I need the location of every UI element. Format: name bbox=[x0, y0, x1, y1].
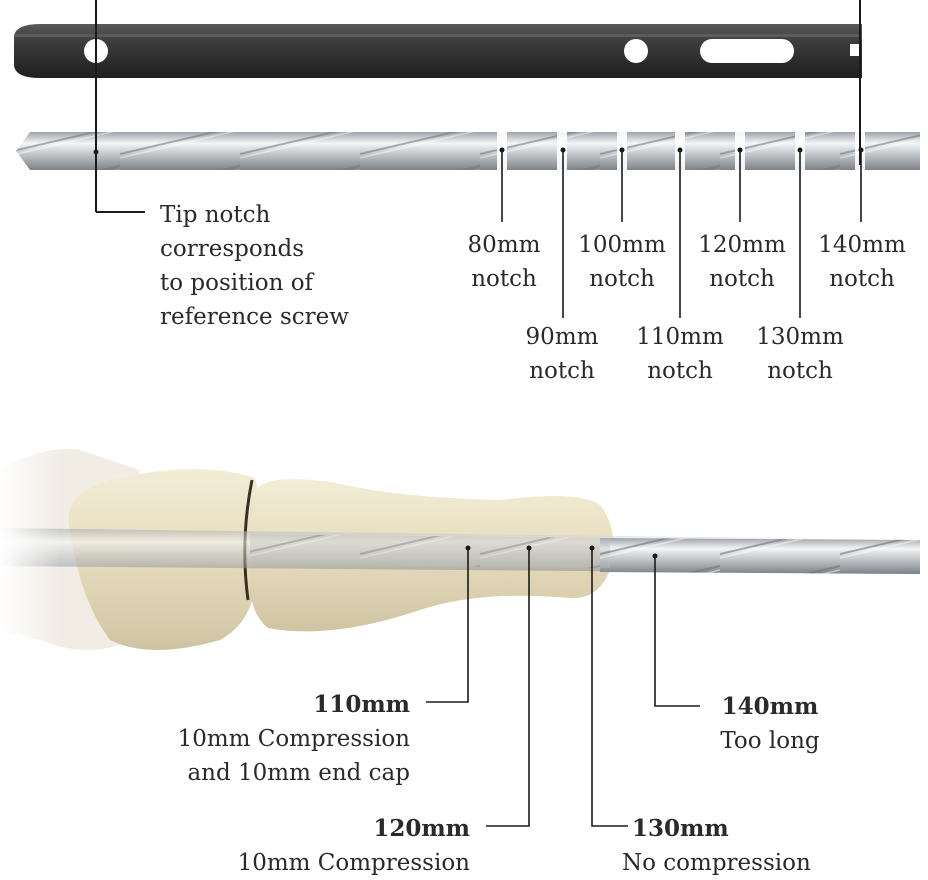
nail bbox=[14, 24, 862, 78]
drill-top bbox=[16, 132, 920, 170]
notch-130-label: 130mm notch bbox=[746, 320, 854, 388]
callout-140: 140mm Too long bbox=[700, 690, 840, 758]
callout-130: 130mm No compression bbox=[622, 812, 922, 880]
notch-100-label: 100mm notch bbox=[570, 228, 674, 296]
nail-slot bbox=[700, 39, 794, 63]
notch-80-label: 80mm notch bbox=[454, 228, 554, 296]
nail-hole-2 bbox=[624, 39, 648, 63]
tip-notch-label: Tip notch corresponds to position of ref… bbox=[160, 198, 349, 334]
notch-140-label: 140mm notch bbox=[808, 228, 916, 296]
callout-110: 110mm 10mm Compression and 10mm end cap bbox=[120, 688, 410, 790]
bone-scene bbox=[0, 440, 920, 660]
notch-110-label: 110mm notch bbox=[626, 320, 734, 388]
callout-120: 120mm 10mm Compression bbox=[180, 812, 470, 880]
notch-90-label: 90mm notch bbox=[512, 320, 612, 388]
notch-120-label: 120mm notch bbox=[690, 228, 794, 296]
